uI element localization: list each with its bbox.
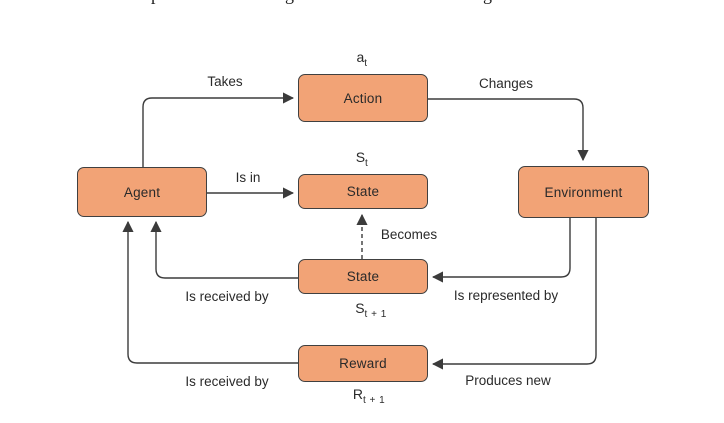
edge-label-becomes: Becomes: [380, 227, 438, 242]
node-agent: Agent: [77, 167, 207, 217]
node-state-t1: State: [298, 259, 428, 294]
edge-label-is-represented-by: Is represented by: [453, 288, 559, 303]
symbol-subscript: t + 1: [362, 394, 386, 406]
edge-is-represented-by-arrow: [431, 218, 571, 283]
symbol-base: R: [352, 386, 363, 402]
node-environment-label: Environment: [544, 184, 623, 200]
edge-state-to-agent-arrow: [150, 220, 298, 279]
symbol-base: a: [356, 49, 365, 65]
symbol-base: S: [355, 149, 366, 165]
edge-takes-arrow: [142, 92, 295, 167]
node-action-label: Action: [343, 90, 383, 106]
clipped-letter: g: [285, 0, 294, 3]
symbol-r-t1: Rt + 1: [353, 386, 385, 406]
symbol-subscript: t: [365, 157, 369, 169]
edge-reward-to-agent-arrow: [122, 220, 298, 364]
node-action: Action: [298, 74, 428, 122]
node-reward: Reward: [298, 345, 428, 382]
symbol-subscript: t + 1: [364, 308, 387, 320]
edge-label-changes: Changes: [478, 76, 534, 91]
edge-label-takes: Takes: [207, 74, 243, 89]
node-state-t1-label: State: [346, 269, 380, 284]
node-agent-label: Agent: [123, 184, 161, 200]
clipped-letter: g: [483, 0, 492, 3]
node-state-t: State: [298, 174, 428, 209]
edge-changes-arrow: [428, 98, 589, 162]
edge-produces-new-arrow: [431, 218, 597, 370]
edge-label-is-received-by-reward: Is received by: [185, 374, 269, 389]
node-state-t-label: State: [346, 184, 380, 199]
clipped-letter: p: [151, 0, 160, 3]
symbol-base: S: [355, 300, 365, 316]
edge-label-produces-new: Produces new: [465, 373, 551, 388]
edge-label-is-in: Is in: [235, 170, 261, 185]
node-environment: Environment: [518, 166, 649, 218]
clipped-caption-fragments: p g g: [0, 0, 724, 6]
node-reward-label: Reward: [339, 356, 387, 371]
symbol-s-t1: St + 1: [355, 300, 387, 320]
symbol-s-t: St: [356, 149, 369, 169]
edge-label-is-received-by-state: Is received by: [185, 289, 269, 304]
symbol-a-t: at: [356, 49, 367, 69]
symbol-subscript: t: [364, 57, 368, 69]
